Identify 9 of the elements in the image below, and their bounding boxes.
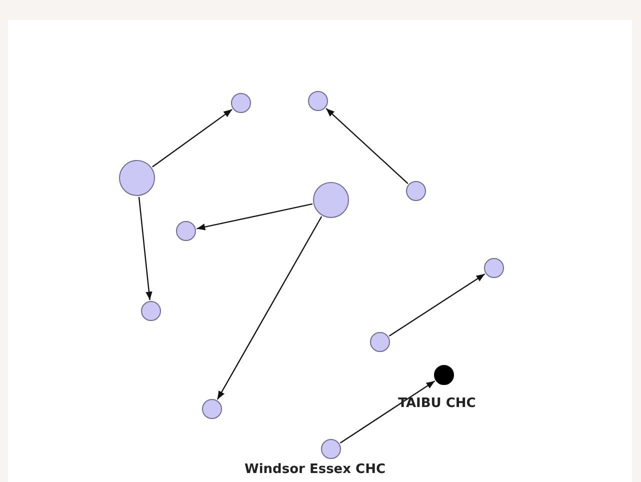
arrow — [326, 108, 408, 184]
node-label: TAIBU CHC — [398, 396, 476, 411]
arrow — [152, 108, 232, 168]
arrow — [196, 203, 313, 230]
arrow — [216, 216, 322, 400]
arrow — [340, 380, 436, 444]
arrow — [388, 273, 486, 337]
arrow — [138, 196, 152, 300]
node-label: Windsor Essex CHC — [244, 462, 386, 477]
